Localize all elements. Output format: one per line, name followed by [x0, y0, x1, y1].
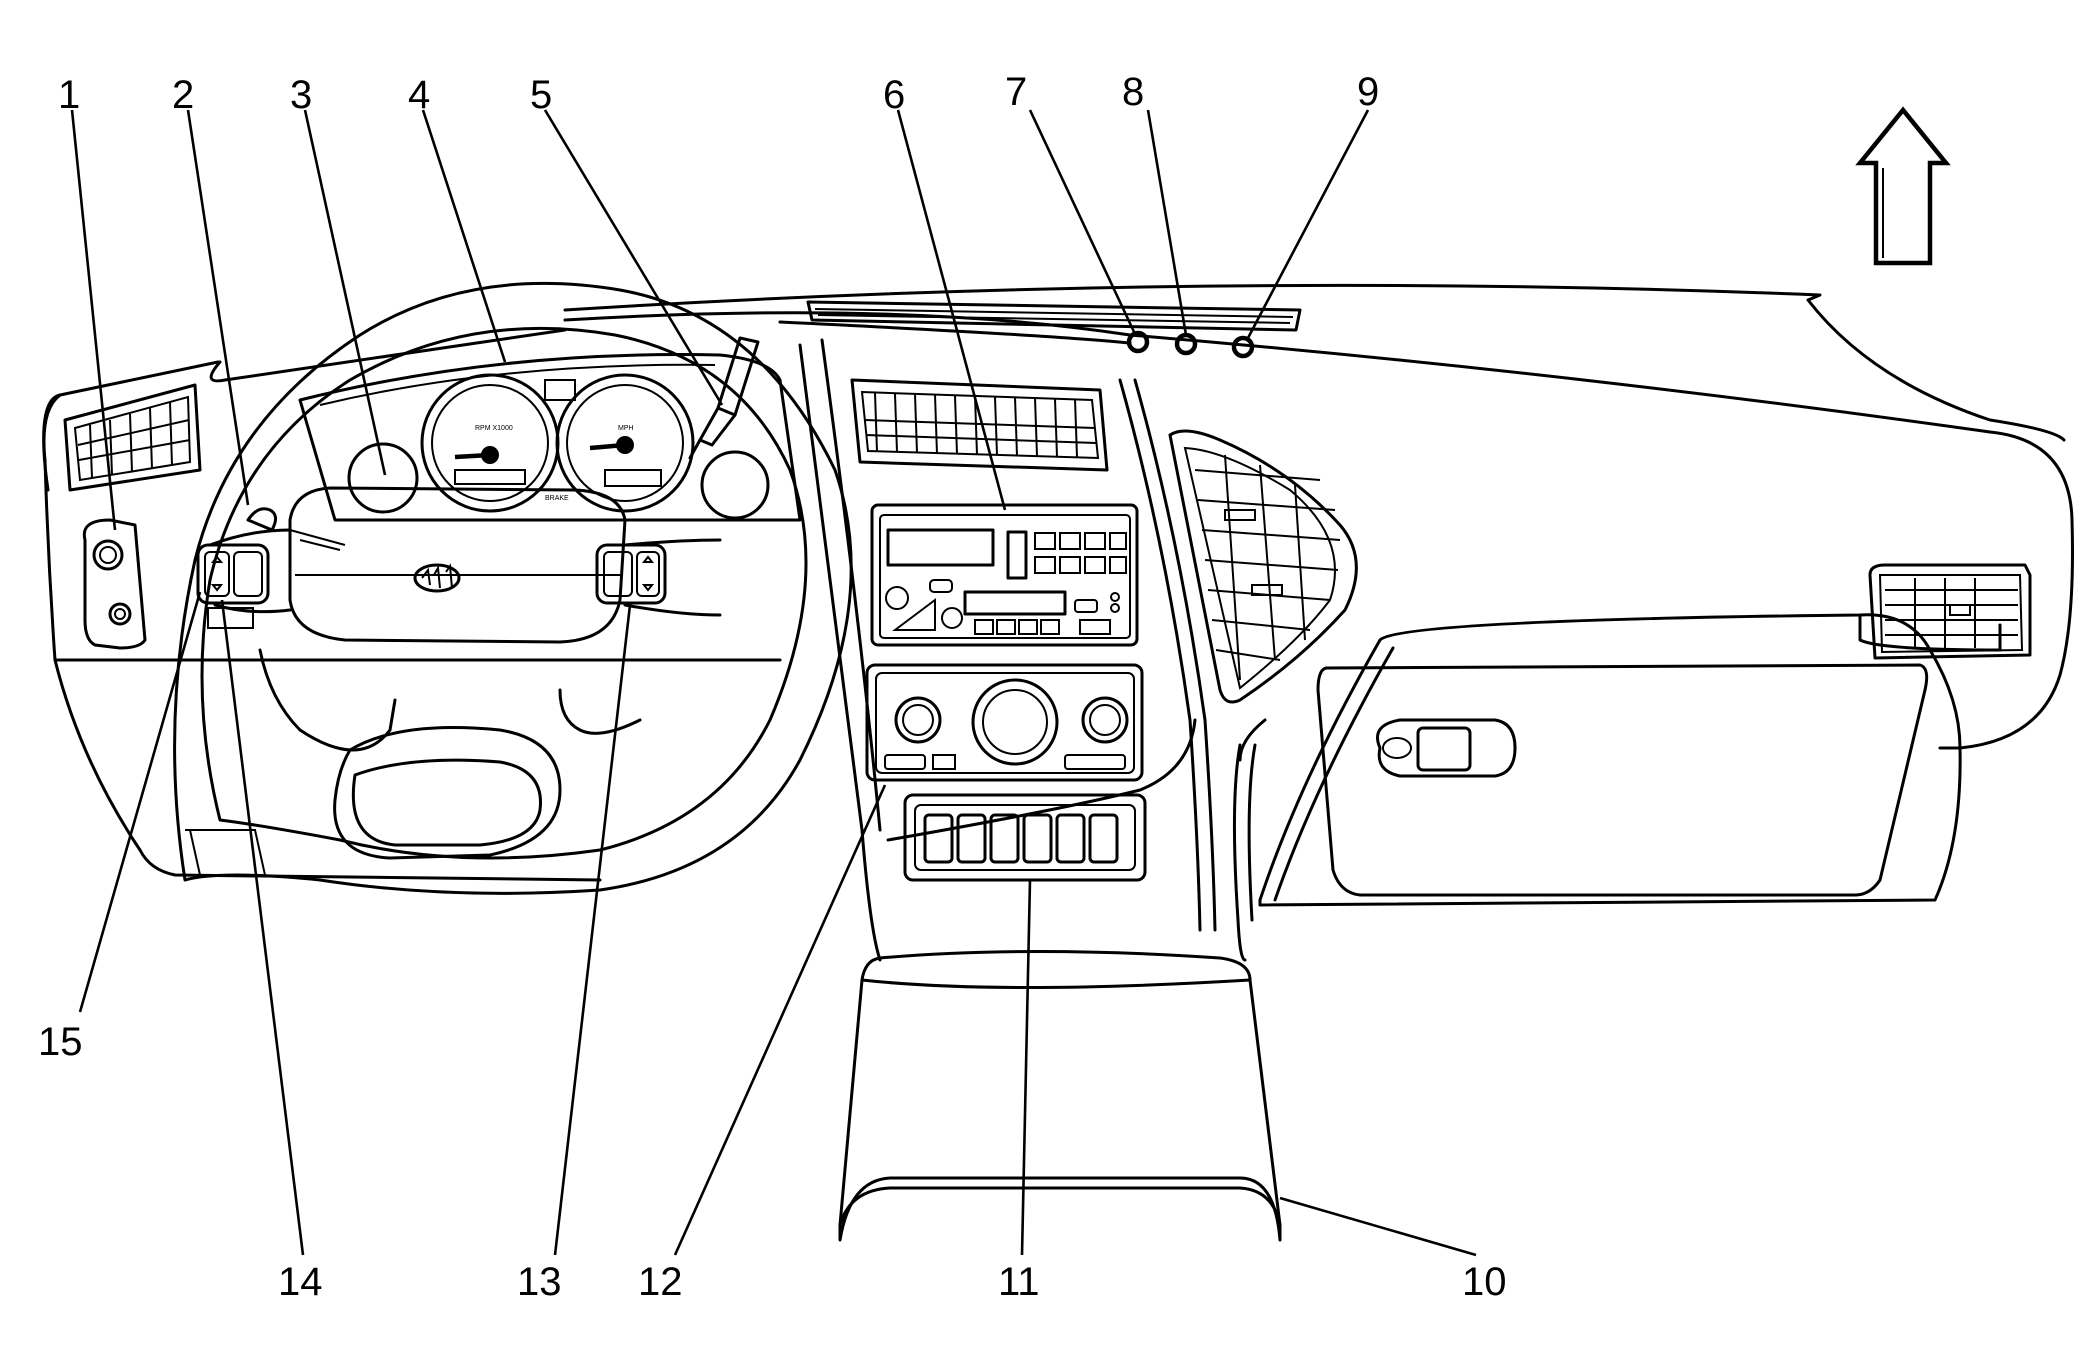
callout-3: 3 [290, 73, 312, 117]
right-steering-wheel-controls[interactable] [595, 543, 667, 605]
callout-1: 1 [58, 73, 80, 117]
sensor-9-icon [1231, 335, 1255, 359]
tachometer [555, 373, 695, 513]
callout-8: 8 [1122, 70, 1144, 114]
passenger-side-vent[interactable] [1168, 429, 1358, 704]
radio-receiver[interactable] [870, 503, 1139, 647]
temperature-knob [894, 696, 942, 744]
switch-4 [1022, 813, 1053, 864]
switch-5 [1055, 813, 1086, 864]
steering-wheel[interactable] [173, 281, 853, 895]
callout-4: 4 [408, 73, 430, 117]
switch-6 [1088, 813, 1119, 864]
switch-1 [923, 813, 954, 864]
callout-11: 11 [998, 1260, 1040, 1304]
instrument-cluster: RPM X1000 MPH BRAKE [298, 353, 802, 522]
switch-3 [989, 813, 1020, 864]
floor-console[interactable] [838, 950, 1282, 1242]
callout-labels: 1 2 3 4 5 6 7 8 9 10 11 12 13 14 15 [38, 70, 1507, 1304]
radio-display [886, 528, 995, 567]
callout-14: 14 [278, 1260, 323, 1304]
callout-10: 10 [1462, 1260, 1507, 1304]
sensor-8-icon [1174, 332, 1198, 356]
sensor-7-icon [1126, 330, 1150, 354]
fan-knob [971, 678, 1059, 766]
lower-control-label-area [207, 607, 254, 629]
callout-6: 6 [883, 73, 905, 117]
callout-13: 13 [517, 1260, 562, 1304]
mode-knob [1081, 696, 1129, 744]
radio-preset-buttons [1034, 532, 1127, 574]
airbag-module [288, 486, 627, 644]
svg-text:MPH: MPH [618, 425, 634, 432]
tape-slot [963, 590, 1067, 616]
callout-9: 9 [1357, 70, 1379, 114]
up-arrow-icon [1855, 106, 1951, 266]
callout-7: 7 [1005, 70, 1027, 114]
svg-text:BRAKE: BRAKE [545, 495, 569, 502]
glove-box-latch[interactable] [1376, 718, 1517, 778]
center-switch-bank[interactable] [903, 793, 1147, 882]
center-upper-vent[interactable] [850, 378, 1109, 472]
callout-15: 15 [38, 1020, 83, 1064]
dash-right-contour [1258, 430, 2074, 907]
driver-side-vent[interactable] [63, 383, 202, 492]
callout-5: 5 [530, 73, 552, 117]
headlamp-switch[interactable] [82, 518, 147, 650]
fuel-gauge [347, 442, 419, 514]
svg-text:RPM X1000: RPM X1000 [475, 425, 513, 432]
callout-12: 12 [638, 1260, 683, 1304]
tri-shield-emblem-icon [413, 563, 461, 593]
left-steering-wheel-controls[interactable] [196, 543, 270, 605]
switch-2 [956, 813, 987, 864]
temp-gauge [700, 450, 770, 520]
glove-box[interactable] [1316, 663, 1929, 897]
callout-2: 2 [172, 73, 194, 117]
climate-control-panel[interactable] [865, 663, 1144, 782]
left-dash [42, 328, 782, 882]
leader-lines [70, 109, 1477, 1257]
dash-top-outline [563, 283, 2066, 442]
